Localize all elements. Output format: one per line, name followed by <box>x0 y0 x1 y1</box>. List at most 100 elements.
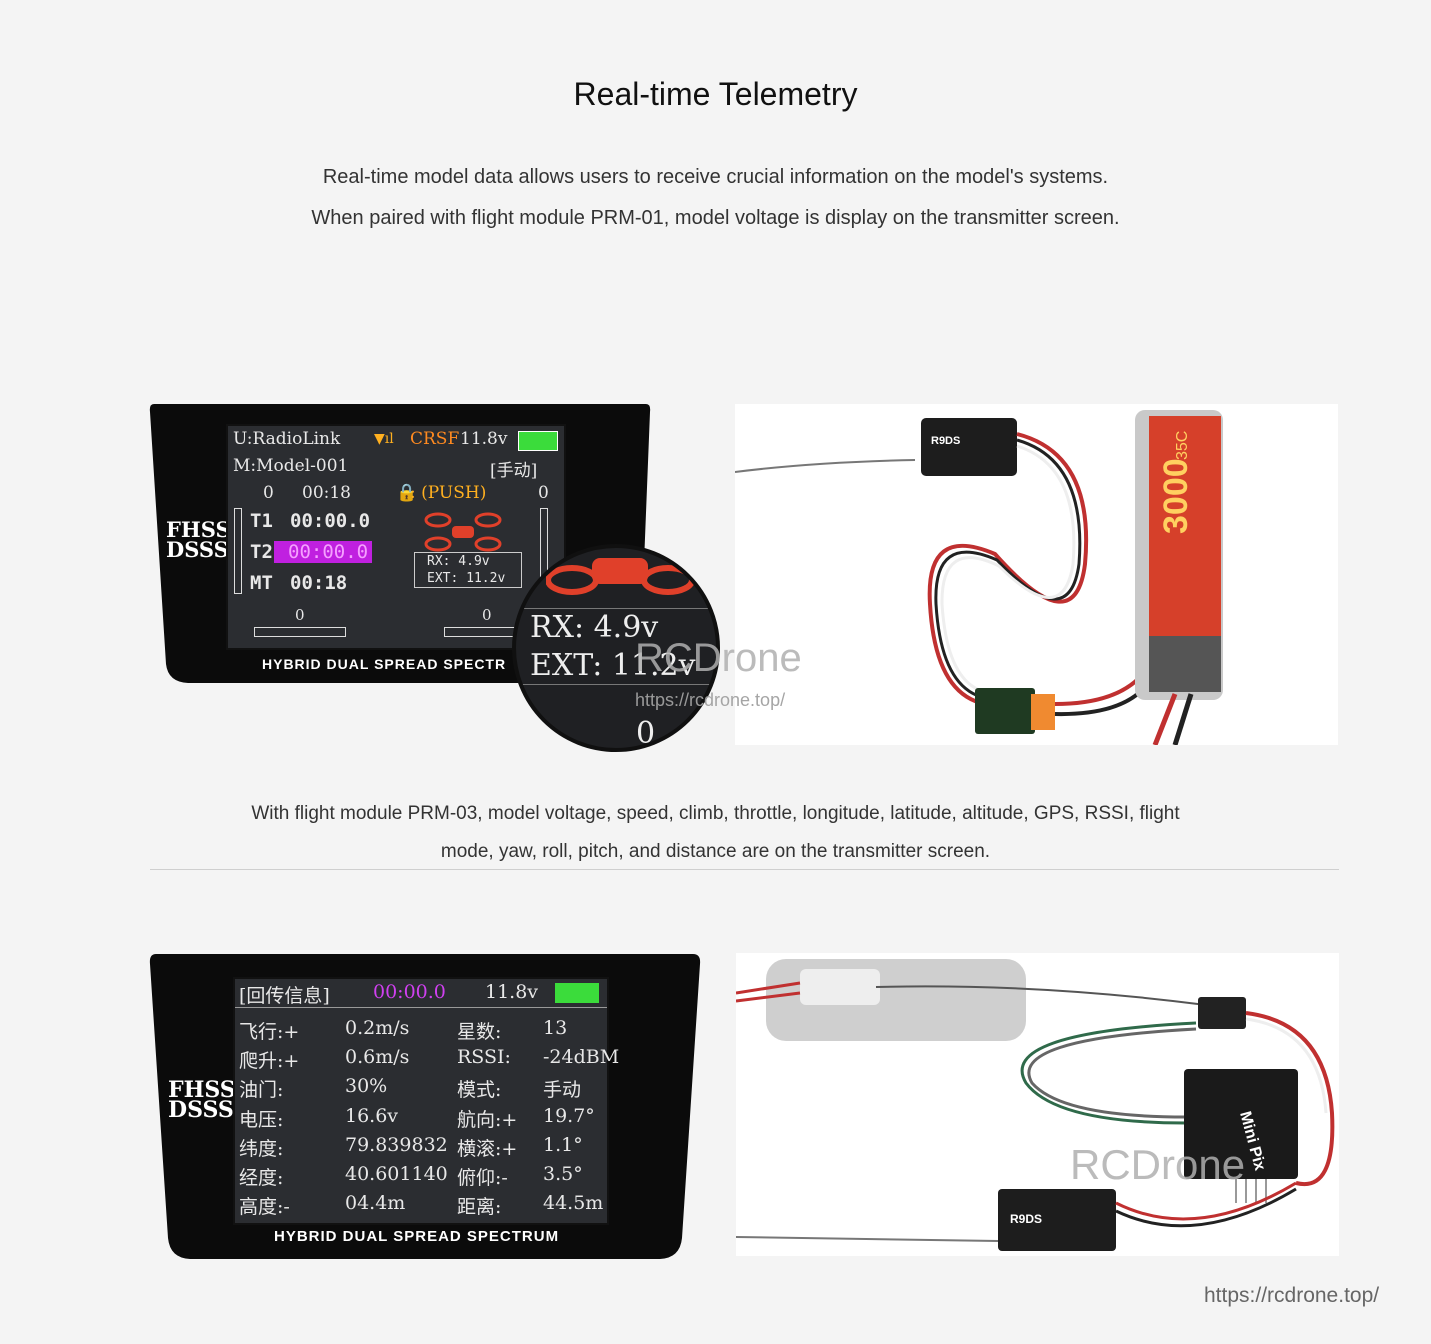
corner-url: https://rcdrone.top/ <box>1204 1284 1380 1307</box>
section-divider <box>150 869 1339 870</box>
wiring-photo-1: R9DS 3000 35C RCDrone https://rcdrone.to… <box>635 404 1338 745</box>
telemetry-box: RX: 4.9v EXT: 11.2v <box>414 552 522 588</box>
section2-line-2: mode, yaw, roll, pitch, and distance are… <box>440 841 991 862</box>
telemetry-value: 手动 <box>543 1079 582 1102</box>
telemetry-label: 电压: <box>239 1108 284 1131</box>
wiring-photo-2: Mini Pix R9DS RCDrone <box>736 953 1339 1256</box>
watermark-brand-2: RCDrone <box>1070 1141 1246 1188</box>
battery-capacity: 3000 <box>1157 458 1195 534</box>
transmitter-screen-2: FHSS DSSS [回传信息] 00:00.0 11.8v 飞行:+0.2m/… <box>148 952 703 1264</box>
telemetry-value: 3.5° <box>543 1163 583 1185</box>
wiring-illustration-2: Mini Pix R9DS <box>736 959 1335 1251</box>
dsss-label-2: DSSS <box>168 1097 234 1123</box>
trim-left-bar <box>254 627 346 637</box>
telemetry-value: 1.1° <box>543 1133 583 1156</box>
telemetry-label: 航向:+ <box>457 1108 518 1131</box>
telemetry-row: 油门: 30% 模式: 手动 <box>235 1075 607 1103</box>
telemetry-label: 飞行:+ <box>239 1021 300 1043</box>
t1-value: 00:00.0 <box>290 510 371 532</box>
watermark-url: https://rcdrone.top/ <box>635 690 786 710</box>
telemetry-value: 04.4m <box>345 1192 406 1215</box>
battery-rating: 35C <box>1174 431 1191 460</box>
telemetry-value: 16.6v <box>345 1104 399 1127</box>
telemetry-value: 40.601140 <box>345 1163 448 1185</box>
ext-line: EXT: 11.2v <box>427 571 506 586</box>
push-label: : (PUSH) <box>410 483 487 503</box>
flight-controller <box>1184 1069 1298 1179</box>
fhss-label-2: FHSS <box>168 1077 236 1103</box>
lcd-display-1: U:RadioLink ▼ıl CRSF 11.8v M:Model-001 [… <box>226 424 566 650</box>
telemetry-value: 0.2m/s <box>345 1017 410 1039</box>
receiver-r9ds <box>921 418 1017 476</box>
telemetry-label: 经度: <box>239 1167 284 1189</box>
protocol-label: CRSF <box>410 429 460 449</box>
zoom-magnifier: RX: 4.9v EXT: 11.2v 0 <box>512 544 720 752</box>
tx-voltage: 11.8v <box>460 429 508 449</box>
prm-module <box>975 688 1035 734</box>
telemetry-label: 星数: <box>457 1021 502 1043</box>
telemetry-value: -24dBM <box>543 1046 620 1069</box>
right-value: 0 <box>538 483 549 503</box>
receiver-r9ds-2 <box>998 1189 1116 1251</box>
trim-left-value: 0 <box>295 606 305 624</box>
telemetry-label: 距离: <box>457 1196 502 1219</box>
mt-value: 00:18 <box>290 572 348 594</box>
fhss-label: FHSS <box>166 517 231 542</box>
telemetry-header: [回传信息] <box>239 985 330 1007</box>
telemetry-label: 俯仰:- <box>457 1167 508 1189</box>
left-value: 0 <box>263 483 274 503</box>
telemetry-value: 30% <box>345 1075 388 1098</box>
telemetry-voltage: 11.8v <box>485 981 539 1003</box>
telemetry-value: 13 <box>543 1017 568 1039</box>
receiver-label-2: R9DS <box>1010 1212 1042 1226</box>
battery-icon-2 <box>555 983 599 1003</box>
telemetry-value: 19.7° <box>543 1104 595 1127</box>
receiver-label: R9DS <box>931 435 960 447</box>
t1-label: T1 <box>250 510 273 532</box>
wiring-illustration-1: R9DS 3000 35C <box>735 410 1223 745</box>
mode-label: [手动] <box>490 461 538 481</box>
telemetry-label: 模式: <box>457 1079 502 1102</box>
screen1-footer: HYBRID DUAL SPREAD SPECTR <box>262 656 507 672</box>
drone-icon <box>424 512 502 552</box>
section2-line-1: With flight module PRM-03, model voltage… <box>251 803 1180 824</box>
zoom-drone-icon <box>546 558 695 595</box>
telemetry-row: 经度: 40.601140 俯仰:- 3.5° <box>235 1163 607 1191</box>
telemetry-row: 飞行:+ 0.2m/s 星数: 13 <box>235 1017 607 1045</box>
prm-module-2 <box>1198 997 1246 1029</box>
intro-line-2: When paired with flight module PRM-01, m… <box>311 207 1120 229</box>
left-trim-bar <box>234 508 242 594</box>
dsss-label: DSSS <box>166 537 229 562</box>
telemetry-label: 油门: <box>239 1079 284 1102</box>
telemetry-row: 爬升:+ 0.6m/s RSSI: -24dBM <box>235 1046 619 1074</box>
intro-line-1: Real-time model data allows users to rec… <box>322 166 1109 188</box>
telemetry-value: 79.839832 <box>345 1133 448 1156</box>
screen2-footer: HYBRID DUAL SPREAD SPECTRUM <box>274 1228 560 1245</box>
telemetry-value: 0.6m/s <box>345 1046 410 1069</box>
battery-icon <box>518 431 558 451</box>
watermark-brand: RCDrone <box>635 636 802 680</box>
zoom-rx: RX: 4.9v <box>530 610 659 645</box>
telemetry-row: 纬度: 79.839832 横滚:+ 1.1° <box>235 1134 607 1162</box>
t2-value: 00:00.0 <box>274 541 373 563</box>
lock-icon: 🔒 <box>396 483 418 503</box>
zoom-zero: 0 <box>636 716 656 751</box>
rx-line: RX: 4.9v <box>427 554 490 569</box>
mt-label: MT <box>250 572 273 594</box>
telemetry-row: 电压: 16.6v 航向:+ 19.7° <box>235 1105 607 1133</box>
user-label: U:RadioLink <box>233 429 341 449</box>
telemetry-value: 44.5m <box>543 1192 604 1215</box>
trim-right-value: 0 <box>482 606 492 624</box>
t2-label: T2 <box>250 541 273 563</box>
page-title: Real-time Telemetry <box>573 76 858 112</box>
transmitter-screen-1: FHSS DSSS U:RadioLink ▼ıl CRSF 11.8v M:M… <box>148 402 720 752</box>
model-label: M:Model-001 <box>233 456 349 476</box>
telemetry-label: 爬升:+ <box>239 1050 300 1073</box>
zoom-ext: EXT: 11.2v <box>530 648 696 683</box>
signal-icon: ▼ıl <box>374 431 394 447</box>
telemetry-label: 纬度: <box>239 1137 284 1160</box>
telemetry-label: RSSI: <box>457 1046 511 1069</box>
telemetry-label: 横滚:+ <box>457 1137 518 1160</box>
